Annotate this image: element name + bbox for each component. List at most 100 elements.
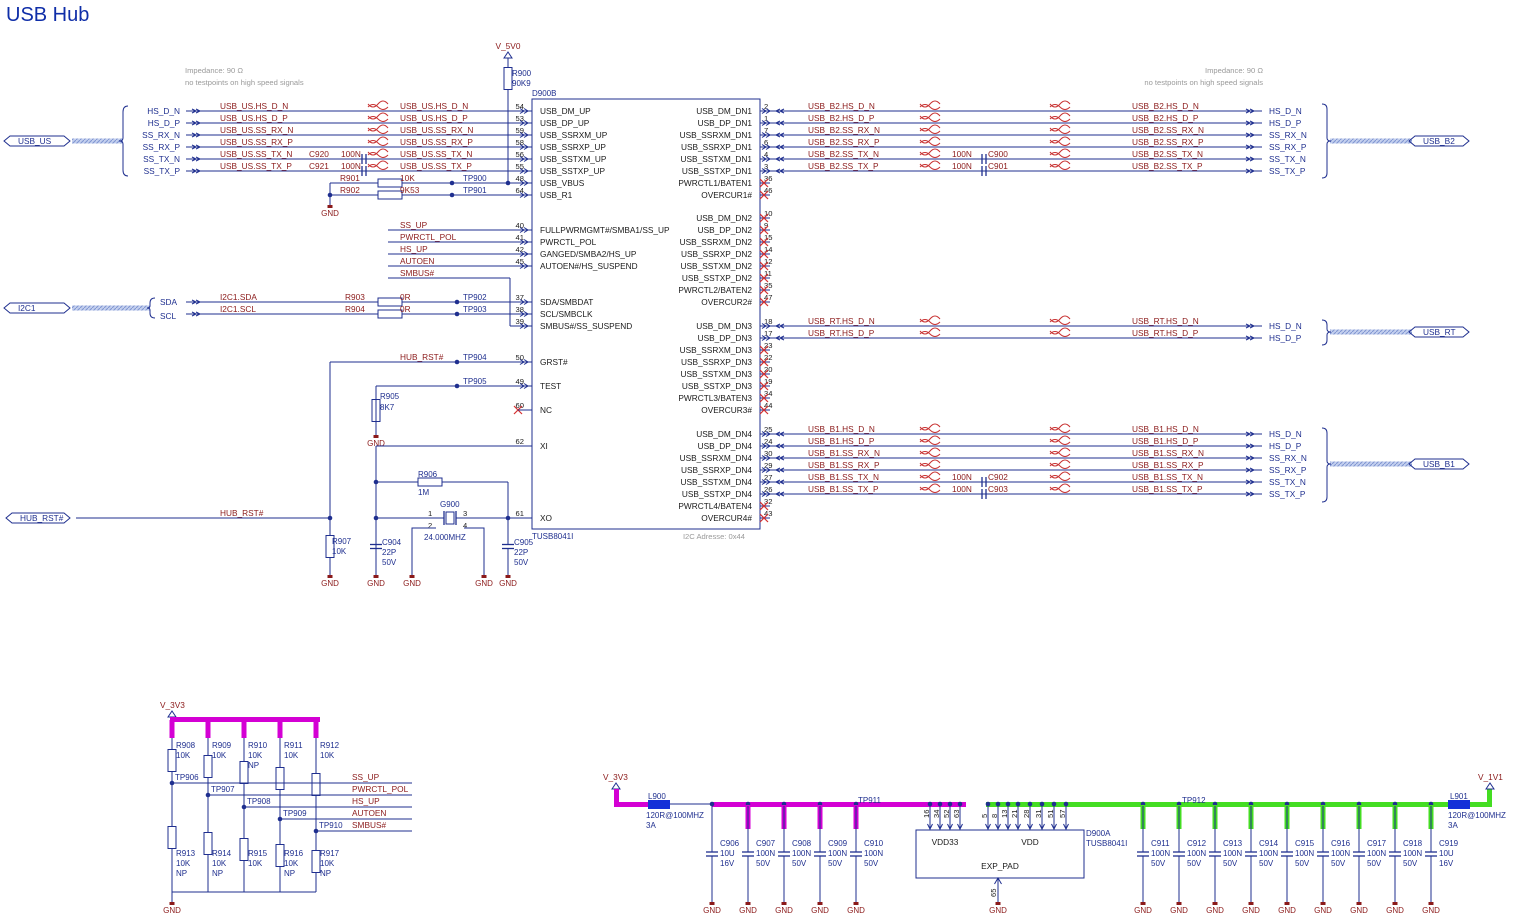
r906-body — [417, 477, 443, 487]
net-label: USB_B1.HS_D_N — [808, 424, 875, 434]
signal-arrow — [774, 168, 785, 174]
diff-pair-wave — [919, 152, 941, 158]
pullup-ref: R911 — [284, 741, 303, 750]
net-label: USB_US.SS_TX_P — [400, 161, 472, 171]
net-label: USB_US.SS_RX_P — [400, 137, 473, 147]
pulldown-body — [239, 838, 249, 861]
diff-pair-wave — [367, 116, 389, 122]
pin-g900-1: 1 — [428, 509, 432, 518]
junction-dot — [449, 192, 455, 198]
rail-v3v3-bar — [614, 802, 648, 807]
ref-c921: C921 — [309, 161, 329, 171]
ref-r901: R901 — [340, 173, 360, 183]
diff-pair-wave — [919, 483, 941, 491]
diff-pair-marker — [1049, 459, 1071, 469]
signal-arrow — [191, 144, 202, 150]
diff-pair-wave — [1049, 136, 1071, 144]
junction-dot — [927, 801, 933, 807]
diff-pair-wave — [919, 439, 941, 445]
pulldown-val: 10K — [284, 859, 299, 868]
signal-arrow — [774, 491, 785, 497]
left-pin-number: 54 — [516, 102, 524, 111]
val-c904: 22P — [382, 548, 396, 557]
junction-dot — [995, 801, 1001, 807]
pin-arrow — [519, 120, 529, 126]
port-b2: USB_B2 — [1408, 135, 1470, 147]
val-r904: 0R — [400, 304, 411, 314]
ref-l900: L900 — [648, 792, 666, 801]
bus-member-label: SS_TX_P — [144, 166, 181, 176]
right-pin-number: 26 — [764, 485, 772, 494]
pulldown-body — [275, 844, 285, 867]
ground-symbol: GND — [1170, 902, 1188, 915]
strap-net: HS_UP — [352, 796, 380, 806]
right-pin-name: USB_DP_DN2 — [698, 225, 753, 235]
ground-symbol: GND — [775, 902, 793, 915]
right-pin-number: 3 — [764, 162, 768, 171]
right-pin-number: 10 — [764, 209, 772, 218]
right-pin-name: USB_DP_DN4 — [698, 441, 753, 451]
left-pin-number: 45 — [516, 257, 524, 266]
pin-g900-4: 4 — [463, 521, 467, 530]
junction-dot — [709, 801, 715, 807]
cap-ref: C917 — [1367, 839, 1387, 848]
crystal-g900-body — [445, 511, 455, 525]
cap-ref: C910 — [864, 839, 884, 848]
diff-pair-wave — [919, 459, 941, 467]
diff-pair-wave — [1049, 487, 1071, 493]
right-pin-number: 24 — [764, 437, 772, 446]
ground-symbol: GND — [989, 902, 1007, 915]
ref-tp902: TP902 — [463, 293, 487, 302]
diff-pair-wave — [1049, 128, 1071, 134]
ground-label: GND — [475, 579, 493, 588]
pin-arrow — [519, 383, 529, 389]
ground-label: GND — [1134, 906, 1152, 915]
cap-value: 100N — [1259, 849, 1278, 858]
ground-label: GND — [1278, 906, 1296, 915]
cap-value: 100N — [792, 849, 811, 858]
ground-symbol: GND — [1206, 902, 1224, 915]
ground-bar — [373, 575, 379, 578]
diff-pair-marker — [919, 315, 941, 325]
cap-voltage: 50V — [1295, 859, 1310, 868]
strap-net-label: PWRCTL_POL — [400, 232, 457, 242]
diff-pair-wave — [1049, 319, 1071, 325]
net-label: USB_US.SS_TX_N — [400, 149, 472, 159]
ground-symbol: GND — [1134, 902, 1152, 915]
right-pin-name: USB_DP_DN3 — [698, 333, 753, 343]
ground-bar — [1392, 902, 1398, 905]
signal-arrow — [1245, 479, 1256, 485]
pin-arrow — [519, 156, 529, 162]
ref-tp911: TP911 — [858, 796, 882, 805]
net-label: USB_US.SS_TX_P — [220, 161, 292, 171]
crystal-gnd-wire — [464, 527, 485, 575]
strap-net: AUTOEN — [352, 808, 386, 818]
ground-symbol: GND — [403, 575, 421, 588]
ground-symbol: GND — [739, 902, 757, 915]
no-connect-mark — [759, 369, 769, 379]
no-connect-mark — [759, 190, 769, 200]
pin-arrow — [519, 180, 529, 186]
bus-member-label: SS_RX_N — [1269, 453, 1307, 463]
net-label: USB_B2.SS_RX_N — [1132, 125, 1204, 135]
pullup-np: NP — [248, 761, 259, 770]
pullup-val: 10K — [176, 751, 191, 760]
pulldown-body — [203, 832, 213, 855]
no-connect-stroke — [759, 190, 769, 200]
pin-g900-3: 3 — [463, 509, 467, 518]
left-pin-name: SMBUS#/SS_SUSPEND — [540, 321, 632, 331]
diff-pair-marker — [919, 435, 941, 445]
signal-arrow — [774, 455, 785, 461]
left-pin-number: 48 — [516, 174, 524, 183]
bus-member-label: SS_RX_N — [142, 130, 180, 140]
right-pin-number: 11 — [764, 269, 772, 278]
diff-pair-marker — [919, 124, 941, 134]
pulldown-np: NP — [212, 869, 223, 878]
vdd-pin: 31 — [1034, 810, 1043, 818]
bus-member-label: SS_TX_P — [1269, 489, 1306, 499]
diff-pair-wave — [1049, 475, 1071, 481]
ground-bar — [409, 575, 415, 578]
no-connect-mark — [759, 225, 769, 235]
left-pin-number: 58 — [516, 138, 524, 147]
